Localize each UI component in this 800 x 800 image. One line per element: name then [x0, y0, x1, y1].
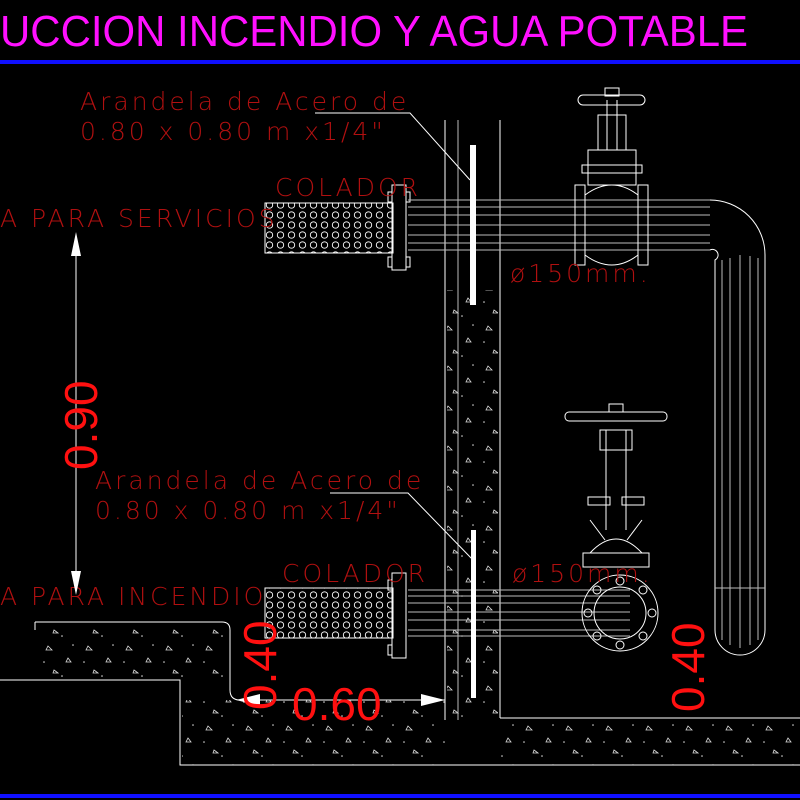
note-fire-line: A PARA INCENDIO — [0, 582, 266, 611]
strainer-top — [264, 202, 394, 254]
dimension-090 — [71, 232, 81, 595]
dimension-060-arrows — [236, 694, 445, 706]
note-strainer-bottom: COLADOR — [282, 559, 428, 588]
dim-text-060: 0.60 — [292, 678, 382, 730]
note-washer-bottom-2: 0.80 x 0.80 m x1/4" — [95, 496, 401, 525]
leader-washer-top — [315, 112, 471, 181]
note-diameter-top: ø150mm. — [510, 259, 651, 288]
dim-text-040-left: 0.40 — [234, 620, 286, 710]
flange-ring — [581, 574, 659, 652]
note-strainer-top: COLADOR — [275, 173, 421, 202]
drawing-title: UCCION INCENDIO Y AGUA POTABLE — [0, 7, 748, 56]
steel-washer-bottom — [471, 530, 476, 698]
note-washer-top-2: 0.80 x 0.80 m x1/4" — [80, 117, 386, 146]
handwheel-top — [577, 94, 646, 106]
leader-washer-bottom — [330, 492, 474, 561]
dim-text-090: 0.90 — [55, 380, 107, 470]
fire-pipe-assembly — [264, 403, 668, 698]
steel-washer-top — [470, 145, 476, 305]
dim-text-040-right: 0.40 — [662, 622, 714, 712]
note-diameter-bottom: ø150mm. — [512, 559, 653, 588]
elbow-riser — [709, 199, 766, 656]
border-bottom — [0, 794, 800, 798]
border-top — [0, 60, 800, 64]
gate-valve-bottom — [564, 403, 668, 568]
strainer-bottom — [264, 587, 394, 639]
service-pipe-assembly — [264, 87, 766, 656]
note-washer-bottom-1: Arandela de Acero de — [95, 466, 424, 495]
gate-valve-top — [574, 87, 649, 266]
floor-slab — [0, 621, 800, 766]
flange-bottom — [391, 572, 407, 659]
note-service-line: A PARA SERVICIOS — [0, 204, 278, 233]
handwheel-bottom — [564, 411, 668, 422]
flange-top — [391, 184, 407, 271]
note-washer-top-1: Arandela de Acero de — [80, 87, 409, 116]
